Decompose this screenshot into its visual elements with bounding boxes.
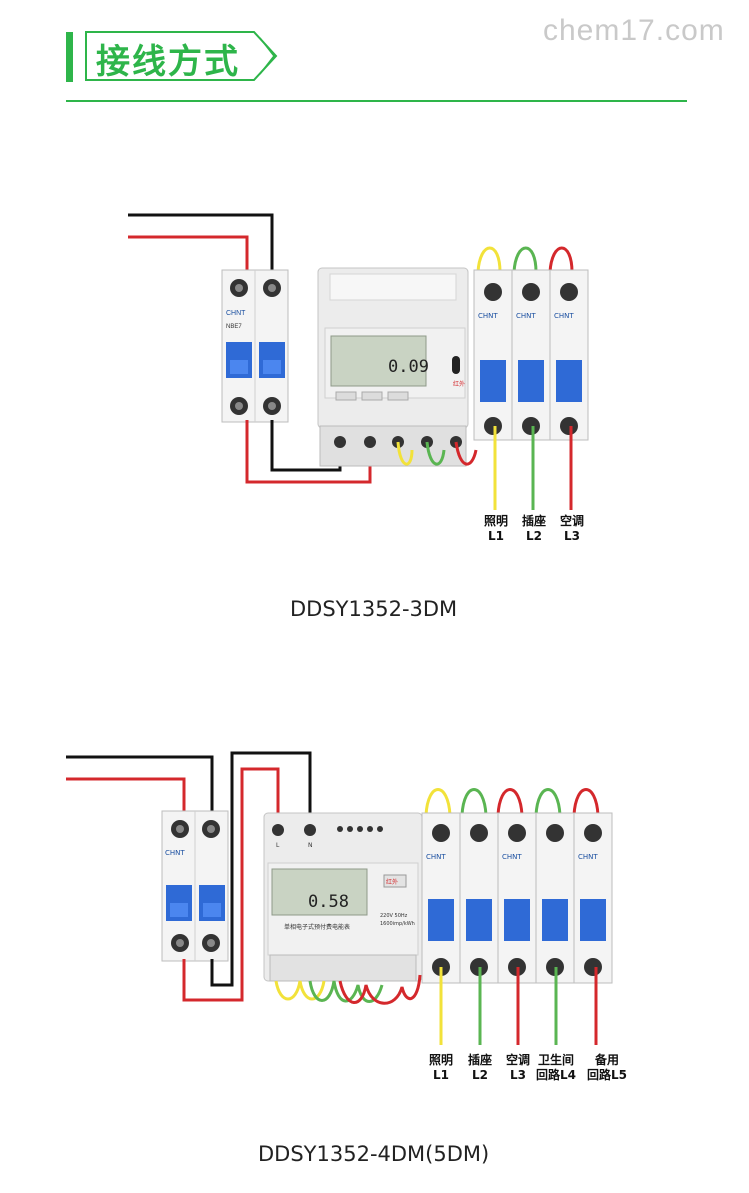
svg-text:红外: 红外: [453, 380, 465, 388]
svg-text:CHNT: CHNT: [516, 312, 536, 320]
svg-text:CHNT: CHNT: [165, 849, 185, 857]
meter-to-branch-red-wire: [454, 441, 478, 466]
section-title: 接线方式: [96, 42, 240, 82]
wiring-diagram-4dm-graphic: CHNT L N 0.58 红外 220V 50Hz: [66, 751, 613, 1045]
incoming-neutral-wire-2: [66, 755, 214, 815]
energy-meter-3dm: 0.09 红外: [317, 267, 469, 467]
svg-text:CHNT: CHNT: [426, 853, 446, 861]
model-label-3dm: DDSY1352-3DM: [290, 597, 458, 621]
circuit-label-2-l5: 备用回路L5: [587, 1053, 627, 1082]
branch-top-green-loop-2: [460, 788, 488, 816]
svg-text:红外: 红外: [386, 878, 398, 886]
meter-to-branch-green-wire: [425, 441, 446, 466]
meter-reading-2: 0.58: [308, 892, 349, 912]
breaker-live-to-meter-wire-2: [182, 767, 280, 1002]
incoming-neutral-wire: [128, 213, 274, 280]
breaker-neutral-to-meter-wire-2: [210, 751, 312, 987]
meter-bottom-red-wire: [338, 974, 422, 1005]
svg-text:CHNT: CHNT: [478, 312, 498, 320]
section-header: 接线方式: [84, 30, 278, 82]
svg-text:CHNT: CHNT: [502, 853, 522, 861]
svg-text:220V 50Hz: 220V 50Hz: [380, 913, 408, 919]
header-frame: [85, 31, 278, 81]
svg-text:CHNT: CHNT: [554, 312, 574, 320]
wiring-diagram-4dm: CHNT L N 0.58 红外 220V 50Hz: [0, 745, 749, 1185]
incoming-live-wire-2: [66, 777, 186, 815]
branch-top-green-loop-3: [534, 788, 562, 816]
branch-breakers-3dm: CHNT CHNT CHNT: [473, 269, 589, 441]
incoming-live-wire: [128, 235, 249, 280]
svg-text:CHNT: CHNT: [226, 310, 246, 317]
circuit-label-2-l4: 卫生间回路L4: [536, 1053, 576, 1082]
branch-breakers-4dm: CHNT CHNT CHNT: [421, 812, 613, 984]
svg-text:单相电子式预付费电能表: 单相电子式预付费电能表: [284, 923, 350, 931]
wiring-diagram-3dm-graphic: CHNT NBE7 0.09 红外: [128, 213, 589, 510]
main-breaker-2: CHNT: [161, 810, 229, 962]
energy-meter-4dm: L N 0.58 红外 220V 50Hz 1600imp/kWh 单相电子式预…: [263, 812, 423, 982]
meter-to-branch-yellow-wire: [396, 441, 414, 466]
branch-top-red-loop: [548, 246, 574, 273]
svg-text:NBE7: NBE7: [226, 324, 242, 330]
svg-text:1600imp/kWh: 1600imp/kWh: [380, 921, 415, 927]
branch-top-red-loop-3: [572, 788, 600, 816]
branch-top-yellow-loop: [476, 246, 502, 273]
wiring-diagram-3dm: CHNT NBE7 0.09 红外: [0, 200, 749, 640]
terminal-l-label: L: [276, 842, 280, 849]
branch-top-red-loop-2: [496, 788, 524, 816]
branch-top-yellow-loop-2: [424, 788, 452, 816]
header-divider: [66, 100, 687, 102]
header-accent-bar: [66, 32, 73, 82]
model-label-4dm: DDSY1352-4DM(5DM): [258, 1142, 490, 1166]
watermark: chem17.com: [543, 14, 725, 47]
branch-top-green-loop: [512, 246, 538, 273]
terminal-n-label: N: [308, 842, 313, 849]
meter-bottom-yellow-wire: [274, 980, 326, 1001]
main-breaker: CHNT NBE7: [221, 269, 289, 423]
meter-reading: 0.09: [388, 357, 429, 377]
meter-bottom-green-wire: [308, 980, 384, 1003]
svg-text:CHNT: CHNT: [578, 853, 598, 861]
